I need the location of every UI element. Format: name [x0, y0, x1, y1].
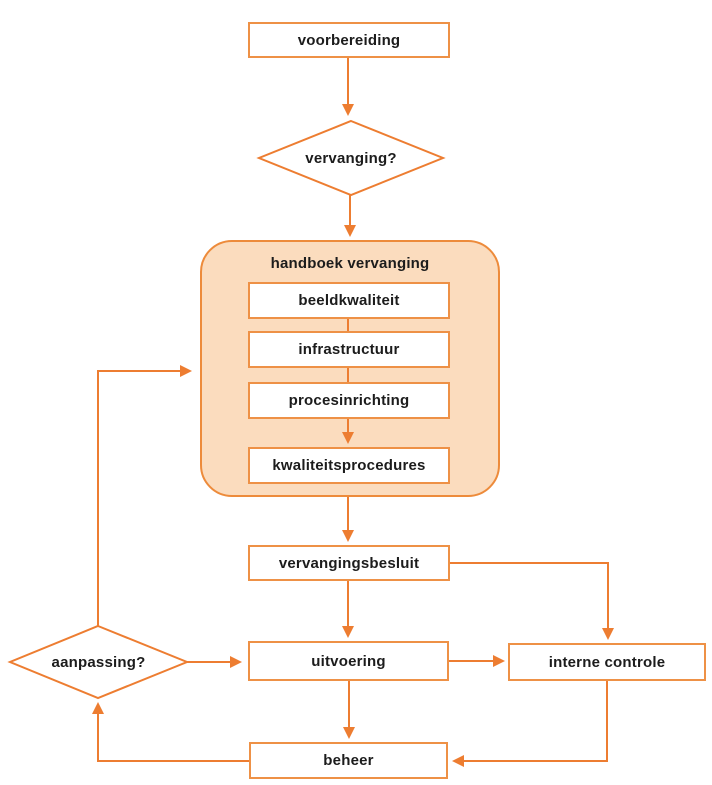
edge-aanpassing-to-handboek	[97, 365, 192, 626]
node-voorbereiding: voorbereiding	[248, 22, 450, 58]
edge-beheer-to-aanpassing	[92, 702, 249, 762]
node-vervangingsbesluit: vervangingsbesluit	[248, 545, 450, 581]
node-beheer: beheer	[249, 742, 448, 779]
node-infrastructuur: infrastructuur	[248, 331, 450, 368]
node-vervanging-label: vervanging?	[305, 149, 397, 167]
edge-interne-controle-to-beheer	[452, 681, 608, 767]
decision-aanpassing-shape	[7, 624, 190, 700]
node-uitvoering: uitvoering	[248, 641, 449, 681]
node-interne-controle: interne controle	[508, 643, 706, 681]
node-beeldkwaliteit: beeldkwaliteit	[248, 282, 450, 319]
node-procesinrichting: procesinrichting	[248, 382, 450, 419]
edge-vervangingsbesluit-to-interne-controle	[450, 562, 614, 640]
node-kwaliteitsprocedures: kwaliteitsprocedures	[248, 447, 450, 484]
group-handboek-title: handboek vervanging	[270, 254, 430, 272]
node-aanpassing-label: aanpassing?	[51, 653, 146, 671]
